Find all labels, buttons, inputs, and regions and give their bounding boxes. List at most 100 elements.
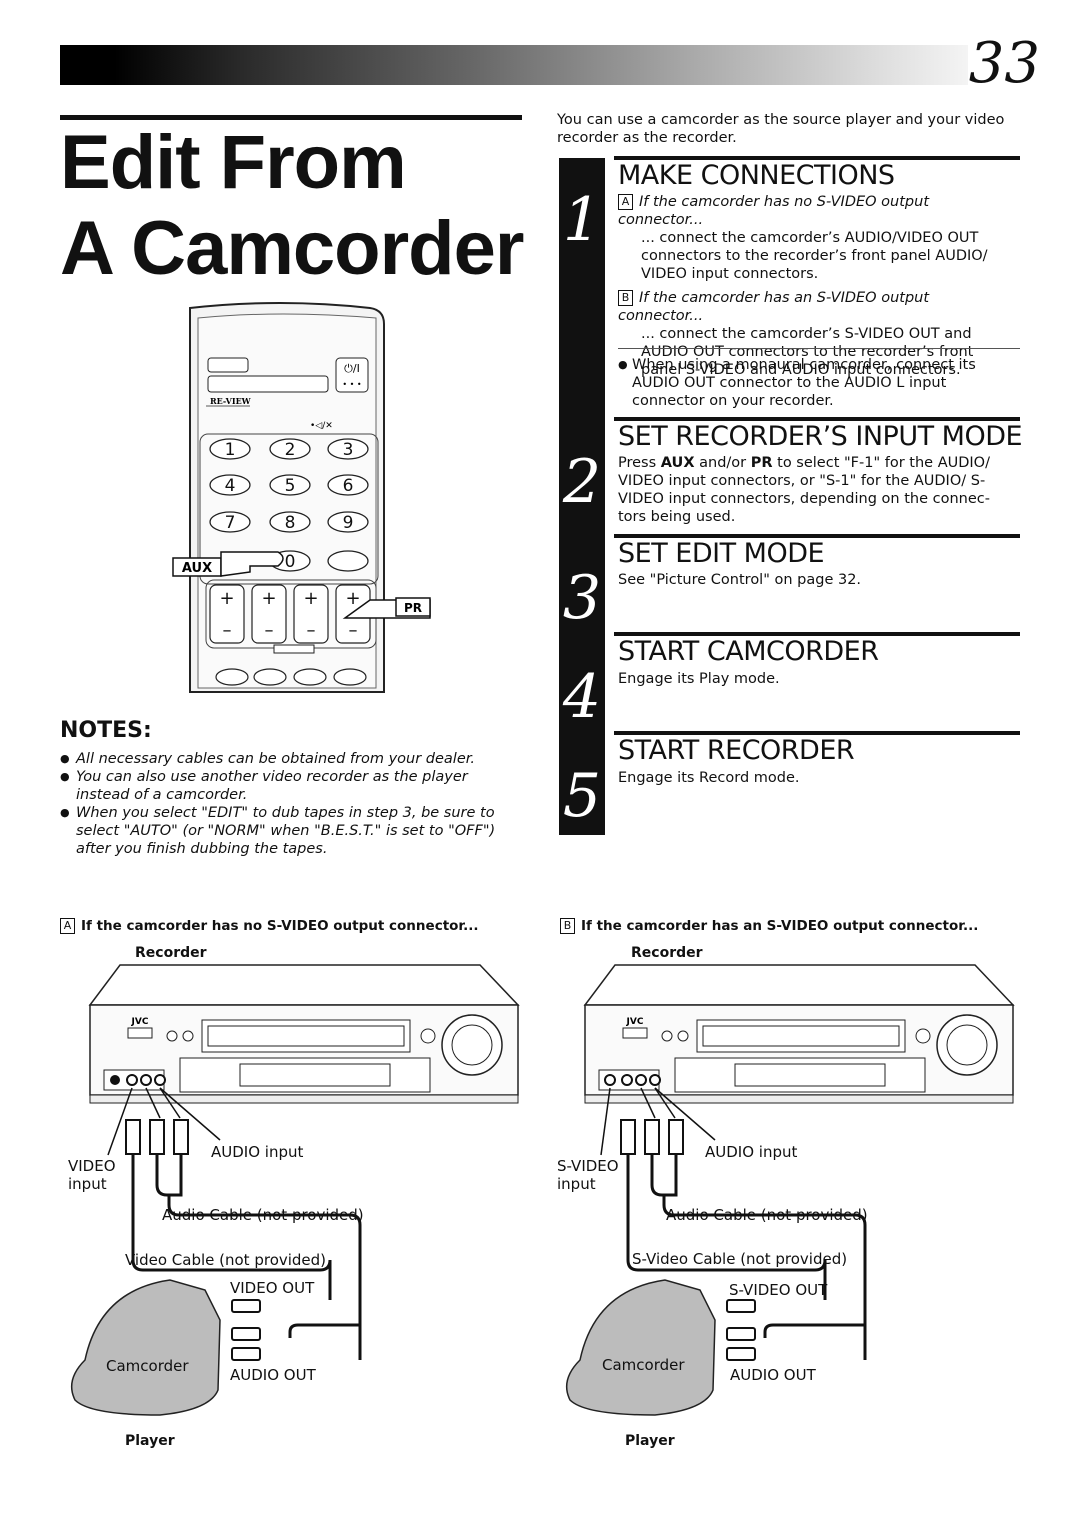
diagram-b-brand: JVC xyxy=(626,1017,644,1027)
note-item: You can also use another video recorder … xyxy=(60,768,522,804)
svg-text:–: – xyxy=(349,620,358,641)
remote-key-9: 9 xyxy=(343,513,354,533)
step-number-2: 2 xyxy=(562,447,602,517)
svg-text:+: + xyxy=(219,588,234,609)
step-4-rule xyxy=(614,632,1020,636)
remote-key-5: 5 xyxy=(285,476,296,496)
diagram-a-caption: A If the camcorder has no S-VIDEO output … xyxy=(60,918,479,934)
diagram-b-audio-out: AUDIO OUT xyxy=(730,1366,816,1384)
step-1-a-text: ... connect the camcorder’s AUDIO/VIDEO … xyxy=(641,230,988,282)
step-2-text-post: to select "F-1" for the AUDIO/ VIDEO inp… xyxy=(618,455,990,525)
step-5-text: Engage its Record mode. xyxy=(618,770,800,786)
review-label: RE-VIEW xyxy=(210,396,252,406)
letter-box-b: B xyxy=(618,290,633,306)
aux-label: AUX xyxy=(182,561,212,576)
diagram-b-recorder-label: Recorder xyxy=(631,945,703,961)
step-1-b-condition: If the camcorder has an S-VIDEO output c… xyxy=(618,290,930,324)
svg-text:⏻/I: ⏻/I xyxy=(344,362,360,375)
step-number-3: 3 xyxy=(562,563,602,633)
title-line-2: A Camcorder xyxy=(60,206,524,291)
step-1-a-condition: If the camcorder has no S-VIDEO output c… xyxy=(618,194,930,228)
step-4-heading: START CAMCORDER xyxy=(618,636,879,667)
diagram-a-video-cable: Video Cable (not provided) xyxy=(125,1251,327,1269)
diagram-a-caption-text: If the camcorder has no S-VIDEO output c… xyxy=(81,918,479,934)
diagram-b-video-out: S-VIDEO OUT xyxy=(729,1281,828,1299)
step-1-bullet-text: When using a monaural camcorder, connect… xyxy=(632,357,976,409)
svg-text:–: – xyxy=(223,620,232,641)
step-5-rule xyxy=(614,731,1020,735)
diagram-a-letter: A xyxy=(60,918,75,934)
step-2-text-mid: and/or xyxy=(694,455,751,471)
step-2-body: Press AUX and/or PR to select "F-1" for … xyxy=(618,454,1018,526)
step-3-rule xyxy=(614,534,1020,538)
step-3-text: See "Picture Control" on page 32. xyxy=(618,572,862,588)
diagram-a-audio-out: AUDIO OUT xyxy=(230,1366,316,1384)
step-2-text-pre: Press xyxy=(618,455,661,471)
remote-key-6: 6 xyxy=(343,476,354,496)
note-item: All necessary cables can be obtained fro… xyxy=(60,750,522,768)
step-1-heading: MAKE CONNECTIONS xyxy=(618,160,895,191)
step-number-bar xyxy=(559,158,605,835)
remote-key-2: 2 xyxy=(285,440,296,460)
diagram-a-player: Player xyxy=(125,1433,175,1449)
diagram-b-audio-cable: Audio Cable (not provided) xyxy=(666,1206,868,1224)
diagram-a-audio-input: AUDIO input xyxy=(211,1143,304,1161)
step-2-rule xyxy=(614,417,1020,421)
diagram-a-camcorder: Camcorder xyxy=(106,1357,189,1375)
step-3-heading: SET EDIT MODE xyxy=(618,538,825,569)
diagram-a-connection: JVC xyxy=(70,964,520,1416)
svg-text:•◁/✕: •◁/✕ xyxy=(310,421,333,431)
svg-text:+: + xyxy=(303,588,318,609)
remote-control-illustration: ⏻/I • • • RE-VIEW •◁/✕ 1 2 3 4 5 6 7 8 9… xyxy=(172,302,431,693)
header-gradient-bar xyxy=(60,45,968,85)
svg-text:+: + xyxy=(345,588,360,609)
pr-label: PR xyxy=(404,601,422,615)
diagram-b-input-label: input xyxy=(557,1175,596,1193)
remote-key-8: 8 xyxy=(285,513,296,533)
step-2-aux: AUX xyxy=(660,455,695,471)
diagram-b-camcorder: Camcorder xyxy=(602,1356,685,1374)
title-rule xyxy=(60,115,522,120)
step-2-heading: SET RECORDER’S INPUT MODE xyxy=(618,421,1023,452)
diagram-b-caption: B If the camcorder has an S-VIDEO output … xyxy=(560,918,978,934)
diagram-a-brand: JVC xyxy=(131,1017,149,1027)
remote-key-0: 0 xyxy=(285,552,296,572)
step-number-5: 5 xyxy=(562,761,602,831)
diagram-b-connection: JVC xyxy=(565,964,1015,1416)
svg-text:–: – xyxy=(307,620,316,641)
diagram-a-video-input-label: VIDEO xyxy=(68,1157,116,1175)
diagram-a-video-out: VIDEO OUT xyxy=(230,1279,315,1297)
letter-box-a: A xyxy=(618,194,633,210)
note-item: When you select "EDIT" to dub tapes in s… xyxy=(60,804,522,858)
remote-key-7: 7 xyxy=(225,513,236,533)
diagram-b-audio-input: AUDIO input xyxy=(705,1143,798,1161)
title-line-1: Edit From xyxy=(60,120,407,205)
diagram-a-recorder-label: Recorder xyxy=(135,945,207,961)
svg-text:+: + xyxy=(261,588,276,609)
page-title: Edit From A Camcorder xyxy=(60,120,524,292)
diagram-a-input-label: input xyxy=(68,1175,107,1193)
step-1-divider xyxy=(618,348,1020,349)
svg-text:• • •: • • • xyxy=(342,380,361,389)
diagram-b-letter: B xyxy=(560,918,575,934)
notes-heading: NOTES: xyxy=(60,718,152,743)
notes-list: All necessary cables can be obtained fro… xyxy=(60,750,522,858)
diagram-b-player: Player xyxy=(625,1433,675,1449)
step-5-heading: START RECORDER xyxy=(618,735,855,766)
page-number: 33 xyxy=(968,31,1040,96)
diagram-a-audio-cable: Audio Cable (not provided) xyxy=(162,1206,364,1224)
step-2-pr: PR xyxy=(750,455,773,471)
remote-key-3: 3 xyxy=(343,440,354,460)
step-number-4: 4 xyxy=(562,662,602,732)
remote-key-1: 1 xyxy=(225,440,236,460)
remote-key-4: 4 xyxy=(225,476,236,496)
diagram-b-caption-text: If the camcorder has an S-VIDEO output c… xyxy=(581,918,979,934)
step-1-bullet: ●When using a monaural camcorder, connec… xyxy=(618,357,976,409)
step-4-text: Engage its Play mode. xyxy=(618,671,780,687)
step-number-1: 1 xyxy=(562,185,602,255)
svg-text:–: – xyxy=(265,620,274,641)
step-1-rule xyxy=(614,156,1020,160)
